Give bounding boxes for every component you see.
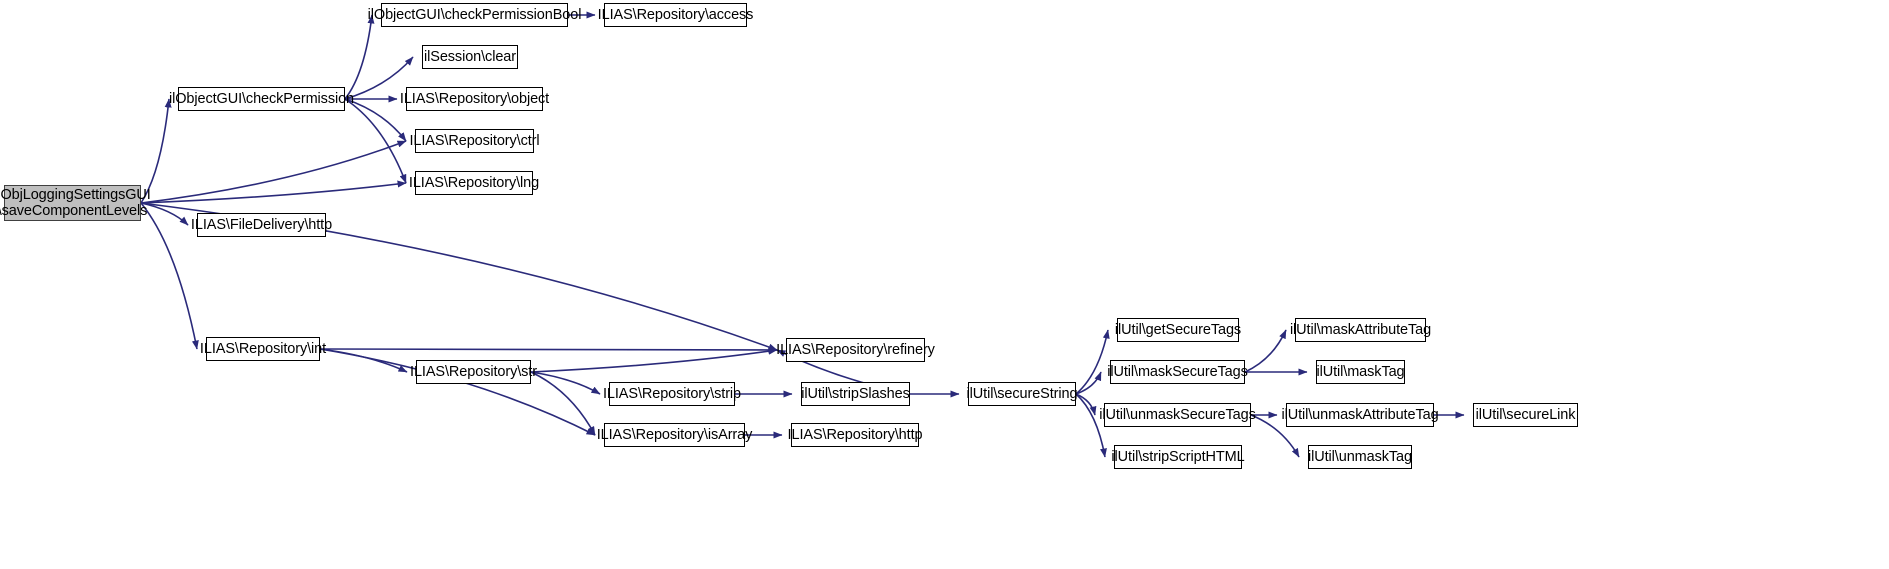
- graph-node-str[interactable]: ILIAS\Repository\str: [410, 360, 537, 384]
- graph-node-label: ilSession\clear: [424, 48, 516, 65]
- graph-node-label: ILIAS\Repository\int: [199, 340, 327, 357]
- graph-node-label: ilUtil\secureString: [966, 385, 1078, 402]
- graph-node-access[interactable]: ILIAS\Repository\access: [598, 3, 753, 27]
- graph-node-maskAttributeTag[interactable]: ilUtil\maskAttributeTag: [1290, 318, 1431, 342]
- graph-node-label: ilObjectGUI\checkPermissionBool: [367, 6, 582, 23]
- graph-node-maskSecureTags[interactable]: ilUtil\maskSecureTags: [1107, 360, 1248, 384]
- graph-node-label: ilUtil\stripScriptHTML: [1111, 448, 1245, 465]
- graph-node-label: ilUtil\maskAttributeTag: [1289, 321, 1432, 338]
- graph-node-label: ILIAS\Repository\object: [399, 90, 550, 107]
- graph-node-label: ilUtil\maskSecureTags: [1107, 363, 1248, 380]
- graph-node-strip[interactable]: ILIAS\Repository\strip: [603, 382, 741, 406]
- graph-node-ctrl[interactable]: ILIAS\Repository\ctrl: [409, 129, 540, 153]
- graph-node-unmaskSecureTags[interactable]: ilUtil\unmaskSecureTags: [1099, 403, 1256, 427]
- graph-node-checkPermissionBool[interactable]: ilObjectGUI\checkPermissionBool: [368, 3, 581, 27]
- graph-node-label: ILIAS\Repository\strip: [602, 385, 742, 402]
- graph-node-root[interactable]: ilObjLoggingSettingsGUI \saveComponentLe…: [0, 185, 151, 221]
- graph-node-label: ILIAS\Repository\http: [787, 426, 923, 443]
- graph-node-sessionClear[interactable]: ilSession\clear: [422, 45, 518, 69]
- graph-node-label: ilUtil\secureLink: [1475, 406, 1576, 423]
- graph-node-maskTag[interactable]: ilUtil\maskTag: [1316, 360, 1405, 384]
- graph-edge-int-to-refinery: [319, 346, 778, 354]
- graph-node-label: ILIAS\Repository\refinery: [776, 341, 935, 358]
- graph-node-label: ilUtil\getSecureTags: [1114, 321, 1242, 338]
- graph-node-object[interactable]: ILIAS\Repository\object: [400, 87, 549, 111]
- graph-node-label: ilUtil\unmaskSecureTags: [1099, 406, 1256, 423]
- graph-edge-secureString-to-getSecureTags: [1075, 329, 1110, 395]
- graph-node-label: ilObjectGUI\checkPermission: [168, 90, 355, 107]
- graph-node-unmaskAttributeTag[interactable]: ilUtil\unmaskAttributeTag: [1281, 403, 1439, 427]
- graph-edge-str-to-refinery: [530, 347, 778, 373]
- graph-node-label: ILIAS\FileDelivery\http: [190, 216, 333, 233]
- graph-edge-int-to-str: [319, 348, 408, 373]
- graph-node-refinery[interactable]: ILIAS\Repository\refinery: [776, 338, 935, 362]
- graph-node-fileDeliveryHttp[interactable]: ILIAS\FileDelivery\http: [191, 213, 332, 237]
- graph-node-lng[interactable]: ILIAS\Repository\lng: [409, 171, 539, 195]
- graph-node-label: ILIAS\Repository\lng: [408, 174, 540, 191]
- graph-node-label: ILIAS\Repository\isArray: [596, 426, 753, 443]
- graph-node-label: ilUtil\unmaskAttributeTag: [1281, 406, 1439, 423]
- graph-edge-secureString-to-stripScriptHTML: [1075, 393, 1107, 458]
- graph-node-unmaskTag[interactable]: ilUtil\unmaskTag: [1308, 445, 1412, 469]
- graph-node-stripScriptHTML[interactable]: ilUtil\stripScriptHTML: [1111, 445, 1245, 469]
- graph-node-getSecureTags[interactable]: ilUtil\getSecureTags: [1115, 318, 1241, 342]
- graph-node-label: ILIAS\Repository\ctrl: [409, 132, 540, 149]
- graph-edge-str-to-strip: [530, 371, 601, 395]
- graph-node-label: ilObjLoggingSettingsGUI \saveComponentLe…: [0, 186, 151, 219]
- graph-node-secureLink[interactable]: ilUtil\secureLink: [1473, 403, 1578, 427]
- graph-node-label: ilUtil\unmaskTag: [1308, 448, 1412, 465]
- graph-node-isArray[interactable]: ILIAS\Repository\isArray: [597, 423, 752, 447]
- graph-node-label: ilUtil\maskTag: [1316, 363, 1405, 380]
- graph-edge-str-to-isArray: [530, 371, 596, 436]
- graph-node-repoHttp[interactable]: ILIAS\Repository\http: [788, 423, 923, 447]
- graph-edge-checkPermission-to-checkPermissionBool: [344, 14, 375, 100]
- graph-node-stripSlashes[interactable]: ilUtil\stripSlashes: [801, 382, 910, 406]
- graph-node-label: ilUtil\stripSlashes: [801, 385, 910, 402]
- graph-edge-root-to-lng: [140, 180, 407, 204]
- graph-node-int[interactable]: ILIAS\Repository\int: [200, 337, 326, 361]
- graph-edge-root-to-ctrl: [140, 140, 407, 204]
- graph-node-checkPermission[interactable]: ilObjectGUI\checkPermission: [169, 87, 354, 111]
- graph-node-label: ILIAS\Repository\str: [410, 363, 537, 380]
- graph-edge-checkPermission-to-lng: [344, 98, 407, 184]
- graph-node-secureString[interactable]: ilUtil\secureString: [967, 382, 1078, 406]
- graph-node-label: ILIAS\Repository\access: [597, 6, 754, 23]
